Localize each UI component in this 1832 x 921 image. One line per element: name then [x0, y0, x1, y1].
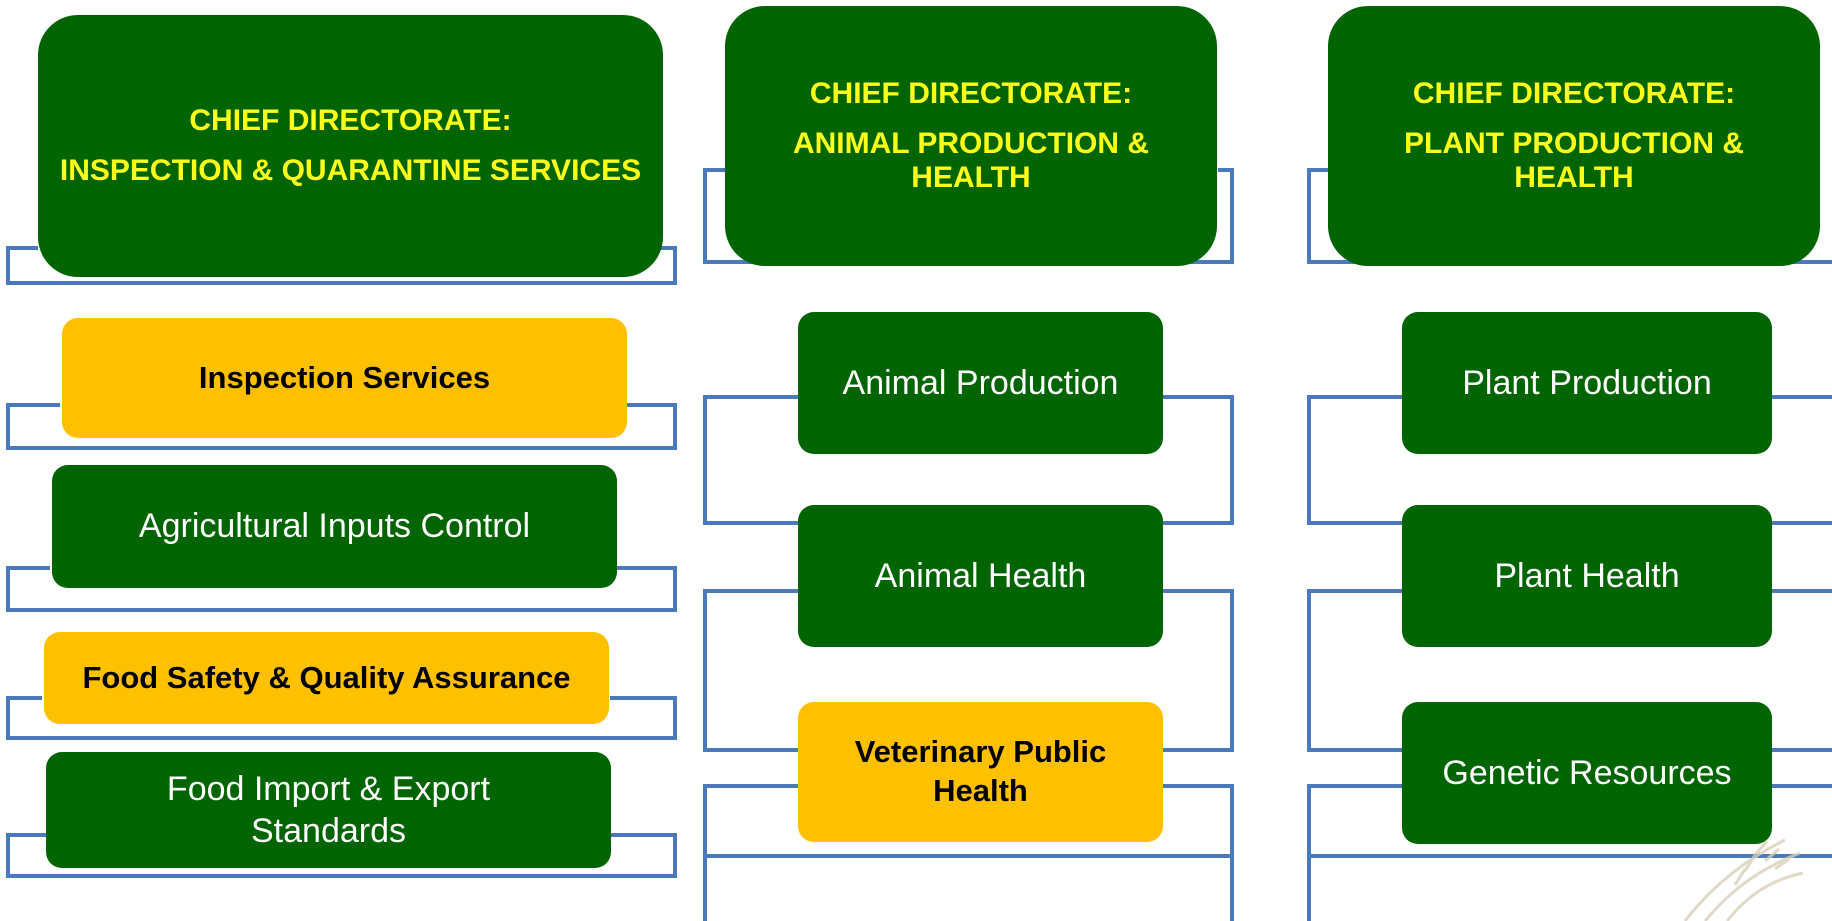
unit-label: Plant Production: [1462, 363, 1712, 402]
unit-plant-health: Plant Health: [1402, 505, 1772, 647]
unit-label: Agricultural Inputs Control: [138, 507, 531, 546]
head-line1: CHIEF DIRECTORATE:: [1412, 77, 1736, 110]
unit-label: Inspection Services: [198, 359, 491, 395]
unit-label: Food Import & Export Standards: [166, 769, 491, 851]
unit-food-safety-quality-assurance: Food Safety & Quality Assurance: [44, 632, 609, 724]
unit-agricultural-inputs-control: Agricultural Inputs Control: [52, 465, 617, 588]
unit-food-import-export-standards: Food Import & Export Standards: [46, 752, 611, 868]
unit-genetic-resources: Genetic Resources: [1402, 702, 1772, 844]
head-line2: ANIMAL PRODUCTION & HEALTH: [792, 127, 1150, 194]
head-line1: CHIEF DIRECTORATE:: [809, 77, 1133, 110]
unit-label: Veterinary Public Health: [854, 734, 1107, 808]
head-line2: PLANT PRODUCTION & HEALTH: [1404, 127, 1744, 194]
unit-label: Genetic Resources: [1442, 753, 1732, 792]
unit-label: Animal Health: [874, 556, 1087, 595]
chief-directorate-plant-head: CHIEF DIRECTORATE: PLANT PRODUCTION & HE…: [1328, 6, 1820, 266]
unit-veterinary-public-health: Veterinary Public Health: [798, 702, 1163, 842]
unit-label: Animal Production: [842, 363, 1119, 402]
unit-inspection-services: Inspection Services: [62, 318, 627, 438]
unit-label: Food Safety & Quality Assurance: [82, 659, 571, 695]
head-line1: CHIEF DIRECTORATE:: [189, 104, 512, 137]
chief-directorate-animal-head: CHIEF DIRECTORATE: ANIMAL PRODUCTION & H…: [725, 6, 1217, 266]
unit-label: Plant Health: [1494, 556, 1680, 595]
head-line2: INSPECTION & QUARANTINE SERVICES: [59, 154, 642, 187]
unit-animal-health: Animal Health: [798, 505, 1163, 647]
chief-directorate-inspection-head: CHIEF DIRECTORATE: INSPECTION & QUARANTI…: [38, 15, 663, 277]
wheat-icon: [1683, 838, 1804, 921]
unit-plant-production: Plant Production: [1402, 312, 1772, 454]
unit-animal-production: Animal Production: [798, 312, 1163, 454]
